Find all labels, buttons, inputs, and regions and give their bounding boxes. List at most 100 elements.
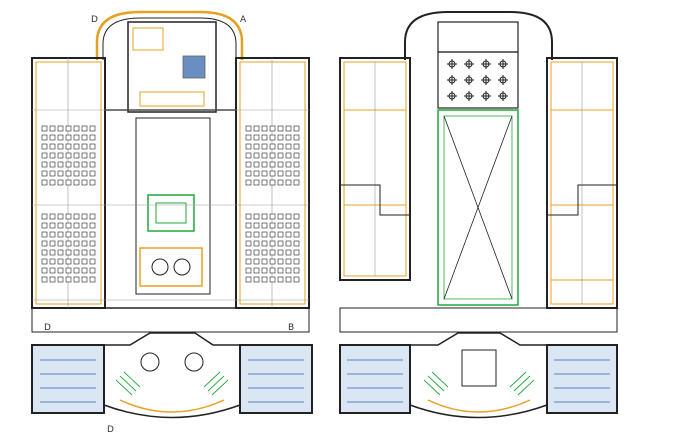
seat <box>41 249 48 256</box>
seat <box>49 125 56 132</box>
left-lower-corridor <box>31 307 310 333</box>
seat <box>269 125 276 132</box>
seat <box>65 161 72 168</box>
seat <box>277 152 284 159</box>
seat <box>245 276 252 283</box>
seat <box>89 267 96 274</box>
seat <box>89 222 96 229</box>
seat <box>41 170 48 177</box>
seat <box>73 240 80 247</box>
seat <box>245 179 252 186</box>
seat <box>245 258 252 265</box>
seat <box>81 258 88 265</box>
seat <box>269 170 276 177</box>
seat <box>89 170 96 177</box>
seat <box>285 179 292 186</box>
seat <box>261 179 268 186</box>
seat <box>81 240 88 247</box>
seat <box>277 161 284 168</box>
seat <box>89 179 96 186</box>
seat <box>269 152 276 159</box>
seat <box>49 258 56 265</box>
seat <box>89 125 96 132</box>
table-seat-cluster <box>498 59 508 69</box>
seat <box>89 134 96 141</box>
seat <box>81 143 88 150</box>
seat <box>245 134 252 141</box>
seat <box>285 161 292 168</box>
seat <box>65 170 72 177</box>
seat <box>285 152 292 159</box>
seat <box>261 161 268 168</box>
seat <box>81 222 88 229</box>
seat <box>253 231 260 238</box>
seat <box>89 143 96 150</box>
seat <box>261 125 268 132</box>
seat <box>65 258 72 265</box>
seat <box>253 125 260 132</box>
seat <box>293 222 300 229</box>
seat <box>277 249 284 256</box>
seat <box>41 276 48 283</box>
table-seat-cluster <box>464 59 474 69</box>
seat <box>285 258 292 265</box>
left-central-hall <box>104 109 237 309</box>
seat <box>57 152 64 159</box>
seat <box>253 258 260 265</box>
seat <box>269 276 276 283</box>
right-lower-east-block <box>546 344 618 414</box>
seat <box>277 213 284 220</box>
seat <box>253 170 260 177</box>
right-entrance-lobby <box>409 332 548 419</box>
left-top-apse-inner <box>102 17 237 60</box>
seat <box>261 249 268 256</box>
seat <box>285 143 292 150</box>
seat <box>277 143 284 150</box>
seat <box>57 125 64 132</box>
seat <box>293 276 300 283</box>
seat <box>253 267 260 274</box>
table-seat-cluster <box>498 91 508 101</box>
seat <box>57 179 64 186</box>
seat <box>261 258 268 265</box>
left-top-core <box>127 21 217 113</box>
seat <box>41 134 48 141</box>
section-mark-right-mid: B <box>288 323 294 333</box>
seat <box>73 249 80 256</box>
left-top-apse <box>95 10 244 60</box>
seat <box>41 152 48 159</box>
seat <box>277 222 284 229</box>
table-seat-cluster <box>447 91 457 101</box>
seat <box>73 143 80 150</box>
seat <box>245 249 252 256</box>
seat <box>89 213 96 220</box>
seat <box>269 267 276 274</box>
seat <box>89 249 96 256</box>
seat <box>49 213 56 220</box>
seat <box>277 276 284 283</box>
right-central-void <box>437 109 519 306</box>
seat <box>89 231 96 238</box>
seat <box>245 240 252 247</box>
seat <box>73 125 80 132</box>
seat <box>293 240 300 247</box>
seat <box>49 267 56 274</box>
seat <box>261 276 268 283</box>
seat <box>293 134 300 141</box>
seat <box>293 179 300 186</box>
table-seat-cluster <box>498 75 508 85</box>
right-lower-west-block <box>339 344 411 414</box>
table-seat-cluster <box>481 91 491 101</box>
seat <box>73 258 80 265</box>
table-seat-cluster <box>481 59 491 69</box>
seat <box>285 267 292 274</box>
seat <box>269 179 276 186</box>
table-seat-cluster <box>481 75 491 85</box>
seat <box>41 240 48 247</box>
seat <box>253 240 260 247</box>
seat <box>65 249 72 256</box>
seat <box>73 222 80 229</box>
right-wing-west <box>339 57 411 281</box>
seat <box>65 231 72 238</box>
